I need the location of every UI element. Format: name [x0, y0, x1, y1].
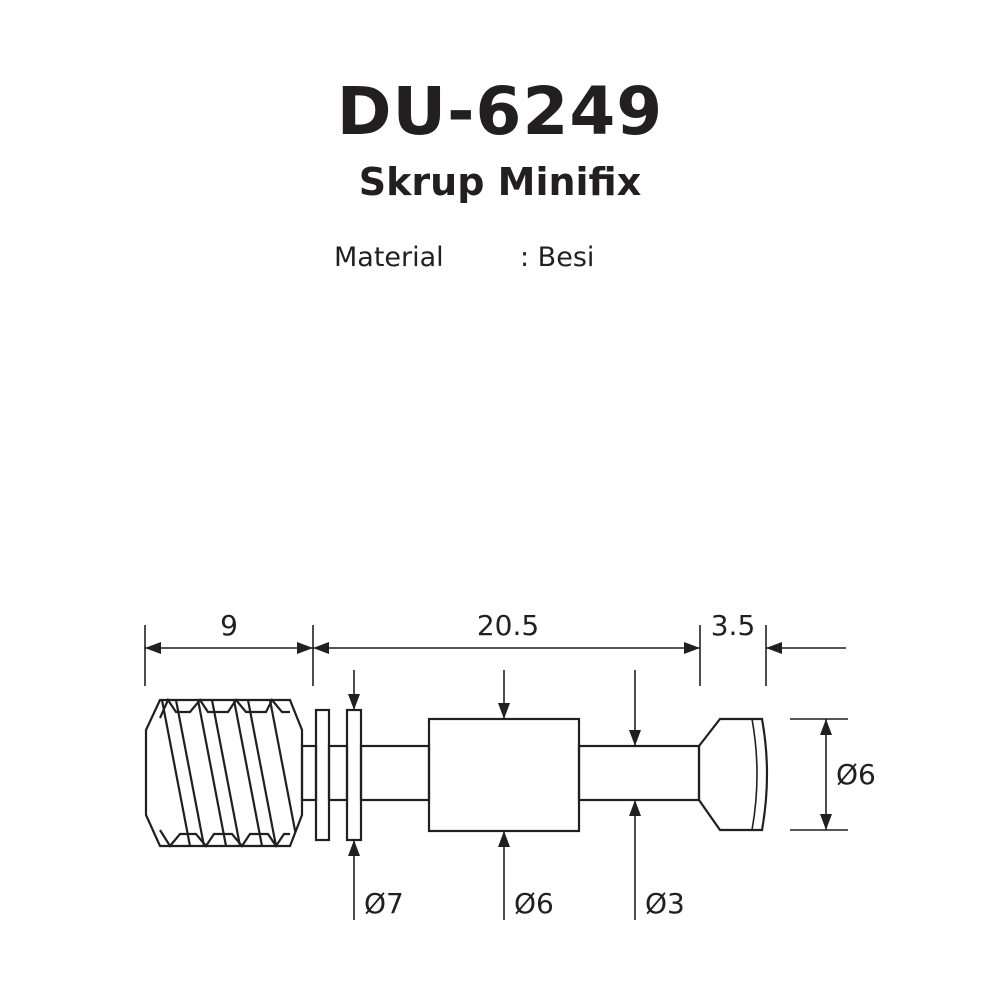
flange-2 — [345, 708, 363, 842]
label-head-diameter: Ø6 — [836, 758, 876, 791]
label-body-length: 20.5 — [477, 609, 539, 642]
shaft-1 — [359, 744, 431, 802]
label-body-diameter: Ø6 — [514, 887, 554, 920]
flange-1 — [314, 708, 331, 842]
label-flange-diameter: Ø7 — [364, 887, 404, 920]
thread-crests-bottom — [159, 829, 290, 848]
label-head-length: 3.5 — [711, 609, 756, 642]
label-thread-length: 9 — [220, 609, 238, 642]
label-neck-diameter: Ø3 — [645, 887, 685, 920]
material-value: : Besi — [520, 242, 595, 273]
main-body — [427, 717, 581, 833]
product-code: DU-6249 — [336, 73, 664, 150]
product-name: Skrup Minifix — [358, 160, 642, 204]
neck-shaft — [577, 744, 701, 802]
thread-lines — [160, 700, 300, 846]
flange-gap — [327, 744, 349, 802]
thread-section — [144, 698, 304, 848]
thread-crests-top — [158, 697, 290, 719]
head — [697, 717, 769, 832]
material-label: Material — [334, 242, 444, 273]
thread-stub — [300, 744, 318, 802]
